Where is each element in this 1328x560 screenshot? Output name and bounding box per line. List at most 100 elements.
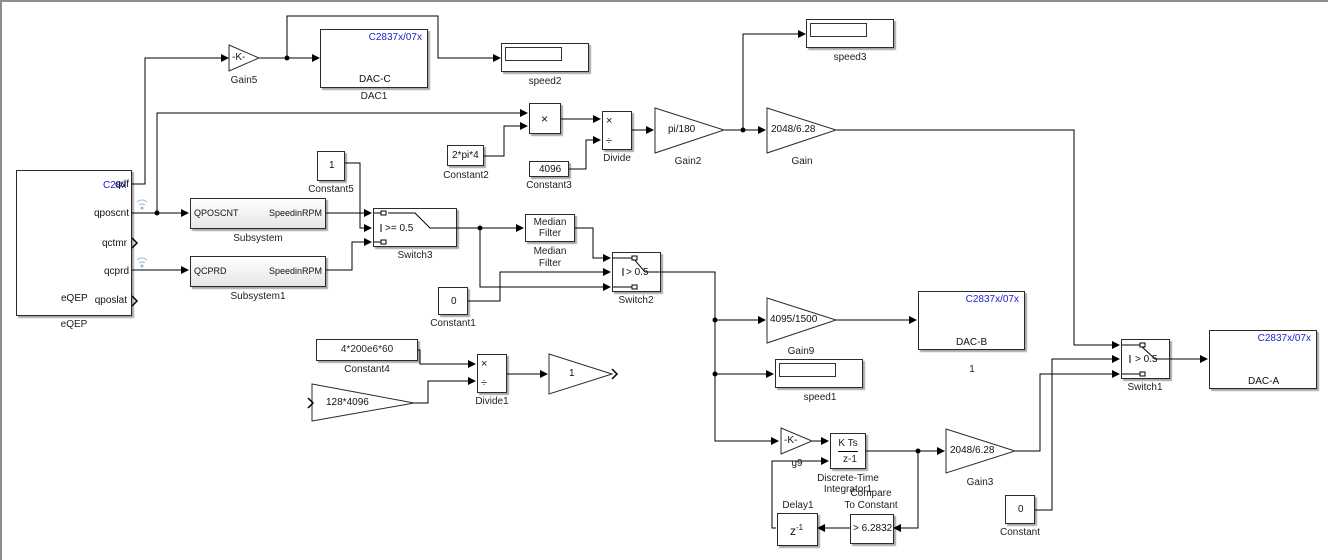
constant1-block[interactable]: 0 [438,287,468,315]
g9-block [780,427,814,455]
constant3-value: 4096 [539,164,562,175]
constant1-label: Constant1 [430,318,476,329]
divide1-op-multiply: × [481,358,488,370]
gain-value: 2048/6.28 [771,124,816,135]
port-qposlat: qposlat [94,295,127,306]
dac-b-target: C2837x/07x [965,294,1019,305]
divide1-op-divide: ÷ [481,377,488,389]
constant4-value: 4*200e6*60 [340,344,394,355]
constant3-block[interactable]: 4096 [529,161,569,177]
gain2-label: Gain2 [674,156,702,167]
discrete-integrator-block[interactable]: K Ts z-1 [830,433,866,469]
port-chevron-gain-out [611,368,619,380]
integrator-denominator: z-1 [843,454,857,465]
dac-b-channel: DAC-B [956,337,988,348]
gain3-value: 2048/6.28 [950,445,995,456]
port-qcprd: qcprd [103,266,129,277]
speed1-display[interactable] [775,359,863,388]
dac-b-block[interactable]: C2837x/07x DAC-B [918,291,1025,350]
gain5-block [228,44,261,72]
wire-subsystem1-switch3 [326,238,372,271]
gain-out-value: 1 [569,368,575,379]
eqep-label: eQEP [60,319,88,330]
integrator-numerator: K Ts [838,438,858,449]
port-qctmr: qctmr [102,238,127,249]
switch3-block[interactable]: >= 0.5 [373,208,457,247]
branch-point [477,225,483,231]
delay1-value: z-1 [790,523,803,538]
gain9-label: Gain9 [787,346,815,357]
switch1-symbol [1122,344,1170,375]
divide-op-multiply: × [606,115,613,127]
product-symbol: × [541,112,549,126]
port-qdf: qdf [115,179,129,190]
speed2-readout [505,47,562,61]
compare-block[interactable]: > 6.2832 [850,514,894,544]
subsystem-label: Subsystem [233,233,283,244]
wire-switch2-out [661,271,779,445]
divide-block[interactable]: × ÷ [602,111,632,150]
subsystem1-label: Subsystem1 [230,291,286,302]
gain2-value: pi/180 [668,124,696,135]
median-filter-label2: Filter [538,258,562,269]
branch-point [740,127,746,133]
wire-delay-integrator [771,457,829,529]
dac1-block[interactable]: C2837x/07x DAC-C [320,29,428,88]
dac-a-block[interactable]: C2837x/07x DAC-A [1209,330,1317,389]
sample-rate-icon [136,257,148,264]
dac1-channel: DAC-C [359,74,391,85]
wire-const3-divide [569,136,601,170]
subsystem-inport: QPOSCNT [194,208,239,218]
divide1-block[interactable]: × ÷ [477,354,507,393]
dac-b-label: 1 [969,364,975,375]
subsystem1-outport: SpeedinRPM [268,266,322,276]
product-block[interactable]: × [529,103,561,134]
eqep-inner-label: eQEP [61,293,88,304]
divide-label: Divide [603,153,631,164]
branch-point [284,55,290,61]
constant5-block[interactable]: 1 [317,151,345,181]
dac1-target: C2837x/07x [368,32,422,43]
gain9-block [766,297,838,344]
gain-block [766,107,838,154]
switch1-block[interactable]: > 0.5 [1121,339,1170,379]
subsystem-block[interactable]: QPOSCNT SpeedinRPM [190,198,326,229]
constant4-block[interactable]: 4*200e6*60 [316,339,418,361]
wire-gainin-divide1 [414,377,476,404]
median-filter-block[interactable]: Median Filter [525,214,575,242]
gain3-label: Gain3 [966,477,994,488]
delay1-block[interactable]: z-1 [777,513,818,546]
eqep-block[interactable]: C28x qdf qposcnt qctmr qcprd qposlat eQE… [16,170,132,316]
gain3-block [945,428,1017,474]
speed3-label: speed3 [833,52,867,63]
gain2-block [654,107,726,154]
constant1-value: 0 [451,296,457,307]
wire-qdf-gain5 [131,54,229,185]
constant-value: 0 [1018,504,1024,515]
speed3-display[interactable] [806,19,894,48]
speed2-display[interactable] [501,43,589,72]
wire-gain2-speed3 [742,30,806,130]
switch2-symbol [613,257,661,288]
constant2-block[interactable]: 2*pi*4 [447,145,484,166]
delay1-label: Delay1 [782,500,814,511]
delay1-z: z [790,524,796,538]
g9-label: g9 [791,458,803,469]
branch-point [915,448,921,454]
wire-const2-product [484,122,528,157]
wire-const5-switch3 [345,162,372,232]
constant2-label: Constant2 [443,170,489,181]
wire-median-switch2 [575,227,611,262]
wire-const-switch1 [1035,355,1120,511]
dac1-label: DAC1 [360,91,388,102]
switch3-label: Switch3 [397,250,433,261]
gain5-value: -K- [232,52,246,63]
switch2-label: Switch2 [618,295,654,306]
wire-const1-switch2 [468,268,611,302]
port-chevron-qctmr [131,237,139,249]
switch2-block[interactable]: > 0.5 [612,252,661,292]
constant-block[interactable]: 0 [1005,495,1035,524]
median-filter-label1: Median [533,246,567,257]
subsystem1-block[interactable]: QCPRD SpeedinRPM [190,256,326,287]
